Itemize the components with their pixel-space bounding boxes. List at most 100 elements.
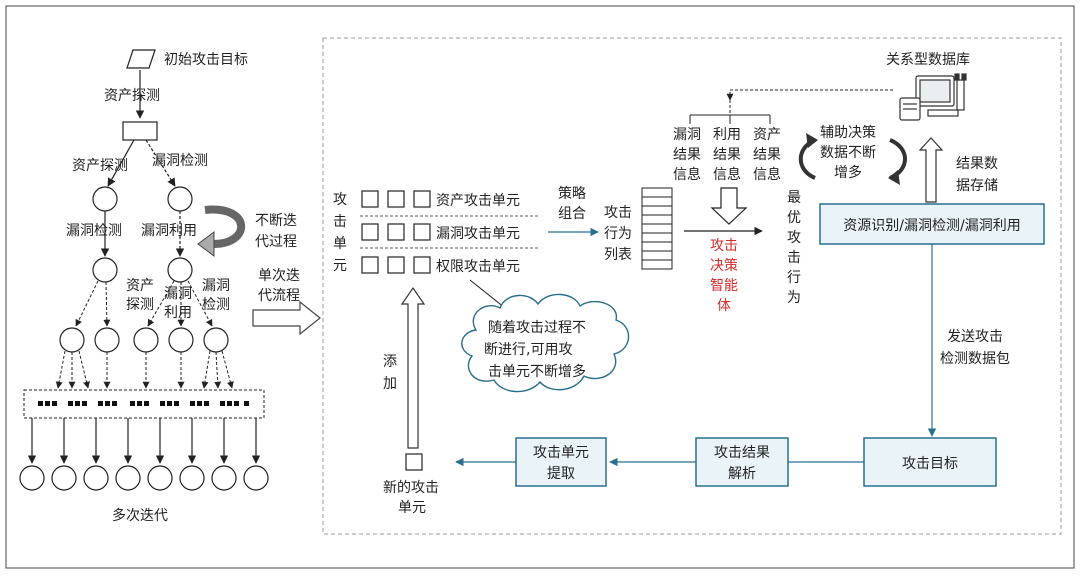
attack-unit-v3: 单 <box>333 236 347 252</box>
vuln-exploit-label: 漏洞利用 <box>141 223 197 239</box>
attack-unit-v4: 元 <box>333 258 347 274</box>
store-2: 据存储 <box>956 178 998 194</box>
unit-extract-2: 提取 <box>547 466 575 482</box>
result-parse-box <box>695 437 789 487</box>
single-iter-arrow-icon <box>252 300 321 336</box>
node-row-box <box>23 389 265 419</box>
asset-result-2: 结果 <box>753 147 781 163</box>
vuln-detect-label-3b: 检测 <box>202 297 230 313</box>
agent-3: 智能 <box>710 278 738 294</box>
multi-iter-label: 多次迭代 <box>112 507 168 524</box>
exploit-result-3: 信息 <box>713 166 741 183</box>
vuln-result-2: 结果 <box>673 147 701 163</box>
node-squares <box>38 401 249 406</box>
db-title: 关系型数据库 <box>886 52 970 68</box>
unit-extract-box <box>515 437 607 487</box>
tree-node <box>92 257 118 283</box>
add-2: 加 <box>383 376 397 392</box>
asset-result-3: 信息 <box>753 166 781 183</box>
attack-target-box <box>863 437 997 487</box>
assist-cycle-right-head <box>888 170 900 185</box>
vuln-exploit-label-2b: 利用 <box>164 305 192 321</box>
vuln-result-1: 漏洞 <box>673 127 701 143</box>
dashed-edges-to-row <box>55 350 234 389</box>
vuln-unit-squares <box>361 223 431 241</box>
cloud-1: 随着攻击过程不 <box>488 320 586 336</box>
agent-2: 决策 <box>710 257 738 274</box>
vuln-result-3: 信息 <box>673 166 701 183</box>
down-block-arrow-icon <box>710 187 748 225</box>
cloud-2: 断进行,可用攻 <box>484 342 572 358</box>
add-1: 添 <box>383 354 397 370</box>
vuln-unit-label: 漏洞攻击单元 <box>436 226 520 242</box>
continuous-iter-label-2: 代过程 <box>255 234 297 250</box>
optimal-5: 行 <box>787 270 801 286</box>
leaf-arrows <box>27 418 261 464</box>
node-box <box>122 121 158 141</box>
db-dashed-link <box>726 89 895 101</box>
asset-unit-label: 资产攻击单元 <box>436 193 520 209</box>
agent-1: 攻击 <box>710 238 738 254</box>
iterate-arrowhead-icon <box>197 231 215 257</box>
result-parse-1: 攻击结果 <box>714 445 770 461</box>
exploit-result-2: 结果 <box>713 147 741 163</box>
vuln-exploit-label-2a: 漏洞 <box>164 286 192 302</box>
iterate-curve-icon <box>204 205 246 249</box>
initial-target-label: 初始攻击目标 <box>164 51 248 68</box>
asset-probe-label-3b: 探测 <box>126 297 154 313</box>
assist-cycle-left-head <box>806 133 818 148</box>
asset-probe-label-2: 资产探测 <box>72 158 128 174</box>
asset-probe-label-1: 资产探测 <box>104 88 160 104</box>
tree-node <box>168 327 194 353</box>
optimal-2: 优 <box>787 210 801 226</box>
new-unit-square <box>405 453 423 471</box>
strategy-label-2: 组合 <box>558 206 586 222</box>
assist-1: 辅助决策 <box>820 124 876 141</box>
vuln-detect-label-1: 漏洞检测 <box>152 153 208 169</box>
action-list-label-2: 行为 <box>604 226 632 242</box>
initial-target-shape <box>126 49 156 69</box>
tree-node <box>203 327 229 353</box>
continuous-iter-label-1: 不断迭 <box>255 213 297 229</box>
outer-border <box>5 5 1075 569</box>
attack-target-label: 攻击目标 <box>902 456 958 472</box>
store-arrow-icon <box>918 137 944 203</box>
optimal-1: 最 <box>787 190 801 206</box>
asset-result-1: 资产 <box>753 127 781 143</box>
tree-node <box>167 257 193 283</box>
exploit-result-1: 利用 <box>713 127 741 143</box>
single-iteration-panel <box>322 37 1062 535</box>
agent-4: 体 <box>717 298 731 314</box>
leaf-nodes <box>19 465 269 491</box>
asset-unit-squares <box>361 190 431 208</box>
database-icon <box>899 73 967 121</box>
add-up-arrow-icon <box>400 286 426 449</box>
tree-node <box>133 327 159 353</box>
tree-node <box>92 186 118 212</box>
cloud-3: 击单元不断增多 <box>488 363 586 380</box>
attack-unit-v1: 攻 <box>333 192 347 208</box>
priv-unit-label: 权限攻击单元 <box>436 259 520 275</box>
single-iter-label-1: 单次迭 <box>258 268 300 284</box>
edge <box>107 139 135 187</box>
tree-node <box>94 327 120 353</box>
optimal-4: 击 <box>787 250 801 266</box>
unit-extract-1: 攻击单元 <box>533 445 589 461</box>
new-unit-1: 新的攻击 <box>383 480 439 496</box>
priv-unit-squares <box>361 256 431 274</box>
tree-node <box>59 327 85 353</box>
action-list-stack <box>641 187 673 270</box>
assist-3: 增多 <box>834 164 862 181</box>
attack-unit-v2: 击 <box>333 214 347 230</box>
assist-2: 数据不断 <box>820 145 876 161</box>
action-list-label-1: 攻击 <box>604 205 632 221</box>
edge <box>187 280 213 327</box>
edge <box>103 281 111 327</box>
optimal-3: 攻 <box>787 230 801 246</box>
tree-node <box>167 186 193 212</box>
edge <box>145 139 176 187</box>
new-unit-2: 单元 <box>398 500 426 516</box>
store-1: 结果数 <box>956 156 998 172</box>
send-2: 检测数据包 <box>940 351 1010 367</box>
